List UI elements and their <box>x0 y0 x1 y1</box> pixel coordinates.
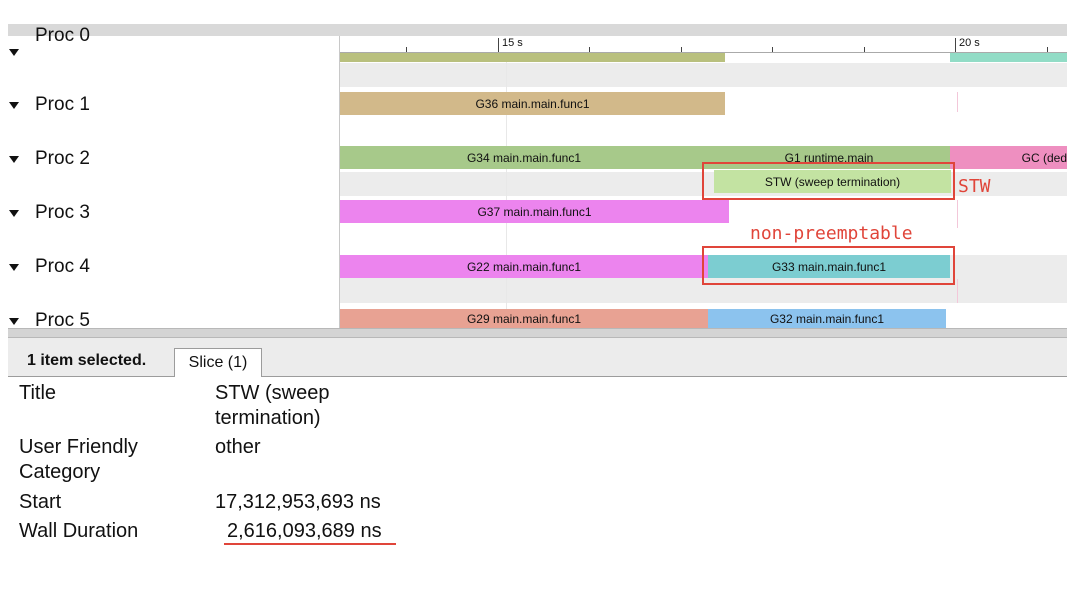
ruler-tick-major <box>955 38 956 52</box>
detail-category-key-line1: User Friendly <box>19 436 138 458</box>
ruler-tick <box>1047 47 1048 52</box>
detail-title-value-line1: STW (sweep <box>215 382 330 404</box>
stw-sweep-termination-slice[interactable]: STW (sweep termination) <box>714 170 951 193</box>
proc-0-label[interactable]: Proc 0 <box>8 25 339 67</box>
marker-line <box>957 200 958 228</box>
proc-5-label[interactable]: Proc 5 <box>8 306 339 336</box>
proc-2-slice-gc[interactable]: GC (ded <box>950 146 1067 169</box>
expand-triangle-icon[interactable] <box>9 263 19 271</box>
detail-duration-value: 2,616,093,689 ns <box>227 520 382 542</box>
expand-triangle-icon[interactable] <box>9 209 19 217</box>
proc-0-slice-2[interactable] <box>950 52 1067 62</box>
proc-5-slice-g32[interactable]: G32 main.main.func1 <box>708 309 946 329</box>
gc-slice-label: GC (ded <box>1021 150 1067 165</box>
top-strip <box>8 24 1067 36</box>
proc-1-slice-g36[interactable]: G36 main.main.func1 <box>340 92 725 115</box>
time-ruler[interactable]: 15 s 20 s <box>340 36 1067 53</box>
detail-category-key-line2: Category <box>19 461 101 483</box>
panel-splitter[interactable] <box>8 328 1067 338</box>
detail-duration-key: Wall Duration <box>19 520 139 542</box>
proc-label-text: Proc 2 <box>35 148 90 169</box>
ruler-tick <box>681 47 682 52</box>
gridline-15s <box>506 52 507 328</box>
detail-category-value: other <box>215 436 261 458</box>
ruler-tick-major <box>498 38 499 52</box>
proc-0-slice[interactable] <box>340 52 725 62</box>
proc-1-label[interactable]: Proc 1 <box>8 90 339 120</box>
expand-triangle-icon[interactable] <box>9 101 19 109</box>
detail-start-value: 17,312,953,693 ns <box>215 491 381 513</box>
proc-label-text: Proc 0 <box>35 25 90 46</box>
expand-triangle-icon[interactable] <box>9 48 19 56</box>
proc-3-label[interactable]: Proc 3 <box>8 198 339 228</box>
expand-triangle-icon[interactable] <box>9 155 19 163</box>
tab-slice[interactable]: Slice (1) <box>174 348 262 377</box>
ruler-tick <box>772 47 773 52</box>
proc-2-label[interactable]: Proc 2 <box>8 144 339 174</box>
ruler-tick <box>589 47 590 52</box>
detail-title-key: Title <box>19 382 57 404</box>
process-labels-column: Proc 0 Proc 1 Proc 2 Proc 3 Proc 4 Proc … <box>8 25 340 331</box>
marker-line <box>957 92 958 112</box>
proc-5-slice-g29[interactable]: G29 main.main.func1 <box>340 309 708 329</box>
selection-count: 1 item selected. <box>27 352 147 369</box>
proc-4-slice-g22[interactable]: G22 main.main.func1 <box>340 255 708 278</box>
proc-label-text: Proc 3 <box>35 202 90 223</box>
non-preemptable-highlight-box <box>702 246 955 285</box>
duration-underline-annotation <box>224 543 396 545</box>
expand-triangle-icon[interactable] <box>9 317 19 325</box>
stw-annotation: STW <box>958 176 991 197</box>
proc-label-text: Proc 5 <box>35 310 90 331</box>
detail-title-value-line2: termination) <box>215 407 321 429</box>
non-preemptable-annotation: non-preemptable <box>750 223 913 244</box>
ruler-tick <box>864 47 865 52</box>
slice-details: Title STW (sweep termination) User Frien… <box>0 378 1080 597</box>
proc-4-slice-g33[interactable]: G33 main.main.func1 <box>708 255 950 278</box>
proc-0-subrow <box>340 63 1067 87</box>
ruler-label-20s: 20 s <box>959 37 980 49</box>
proc-label-text: Proc 4 <box>35 256 90 277</box>
proc-4-label[interactable]: Proc 4 <box>8 252 339 282</box>
ruler-tick <box>406 47 407 52</box>
proc-2-slice-g34[interactable]: G34 main.main.func1 <box>340 146 708 169</box>
selection-bar: 1 item selected. Slice (1) <box>8 338 1067 377</box>
proc-3-slice-g37[interactable]: G37 main.main.func1 <box>340 200 729 223</box>
marker-line <box>957 279 958 303</box>
detail-start-key: Start <box>19 491 62 513</box>
proc-label-text: Proc 1 <box>35 94 90 115</box>
ruler-label-15s: 15 s <box>502 37 523 49</box>
stw-highlight-box <box>702 162 955 200</box>
